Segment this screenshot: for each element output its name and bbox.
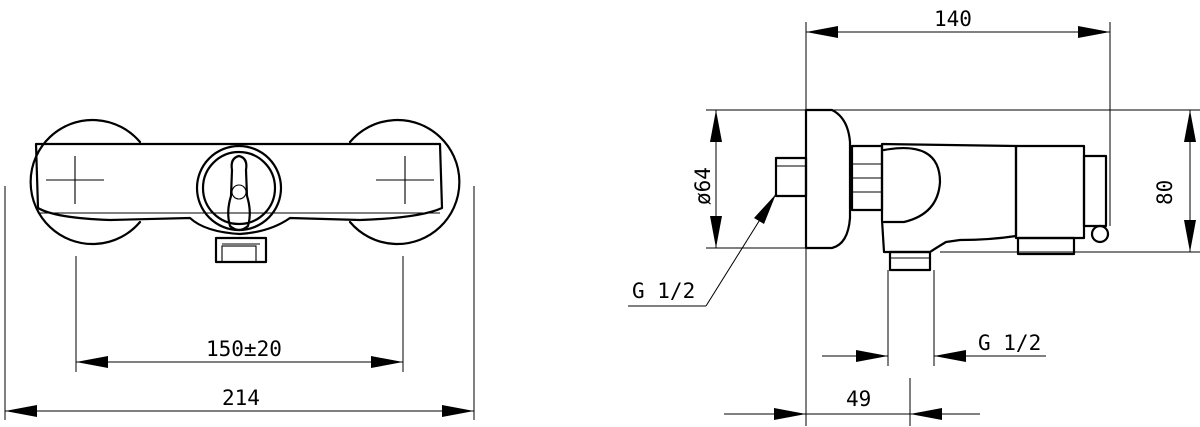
end-cap-button [1090, 224, 1110, 244]
dim-arrow-depth-left [806, 26, 838, 38]
dim-label-overall: 214 [222, 386, 260, 410]
side-bottom-outlet [888, 250, 932, 272]
bottom-outlet [214, 236, 268, 264]
dim-arrow-diameter-top [710, 110, 722, 142]
dim-label-offset: 49 [846, 387, 871, 411]
dim-label-height: 80 [1153, 180, 1177, 205]
cartridge-lower-block [1016, 236, 1076, 256]
dim-arrow-height-bottom [1184, 220, 1196, 252]
mixer-body-side [880, 142, 1018, 254]
lever-side [882, 146, 942, 224]
side-view-dimensions: 140 80 ø64 G 1/2 G 1/2 49 [628, 7, 1200, 426]
label-outlet-thread: G 1/2 [978, 331, 1041, 355]
dim-label-centres: 150±20 [206, 337, 282, 361]
leader-arrow-inlet-thread [754, 194, 776, 224]
dim-arrow-outlet-left [856, 350, 888, 362]
rear-connector [774, 156, 808, 198]
diverter-lever-pivot [231, 184, 247, 200]
diverter-lever [227, 154, 251, 232]
dim-arrow-overall-right [442, 405, 474, 417]
dim-arrow-outlet-right [934, 350, 966, 362]
dim-arrow-diameter-bottom [710, 216, 722, 248]
dim-arrow-depth-right [1078, 26, 1110, 38]
dim-label-diameter: ø64 [691, 167, 715, 205]
dim-arrow-overall-left [5, 405, 37, 417]
bottom-outlet-nut [221, 245, 257, 263]
cartridge-housing [1014, 144, 1086, 240]
side-view [774, 108, 1110, 272]
dim-label-depth: 140 [934, 7, 972, 31]
end-cap [1082, 154, 1108, 228]
dim-arrow-height-top [1184, 110, 1196, 142]
wall-flange-side [804, 108, 852, 250]
left-wall-flange [29, 118, 142, 246]
dim-arrow-centres-left [76, 356, 108, 368]
mixer-body [34, 142, 444, 236]
dim-arrow-offset-right [910, 408, 942, 420]
dim-arrow-offset-left [774, 408, 806, 420]
front-view-dimensions: 150±20 214 [4, 186, 475, 420]
right-wall-flange [348, 118, 461, 246]
diverter-knob-inner [201, 150, 277, 226]
diverter-knob-outer [195, 144, 283, 232]
dim-arrow-centres-right [371, 356, 403, 368]
front-view [29, 118, 461, 264]
label-inlet-thread: G 1/2 [632, 279, 695, 303]
